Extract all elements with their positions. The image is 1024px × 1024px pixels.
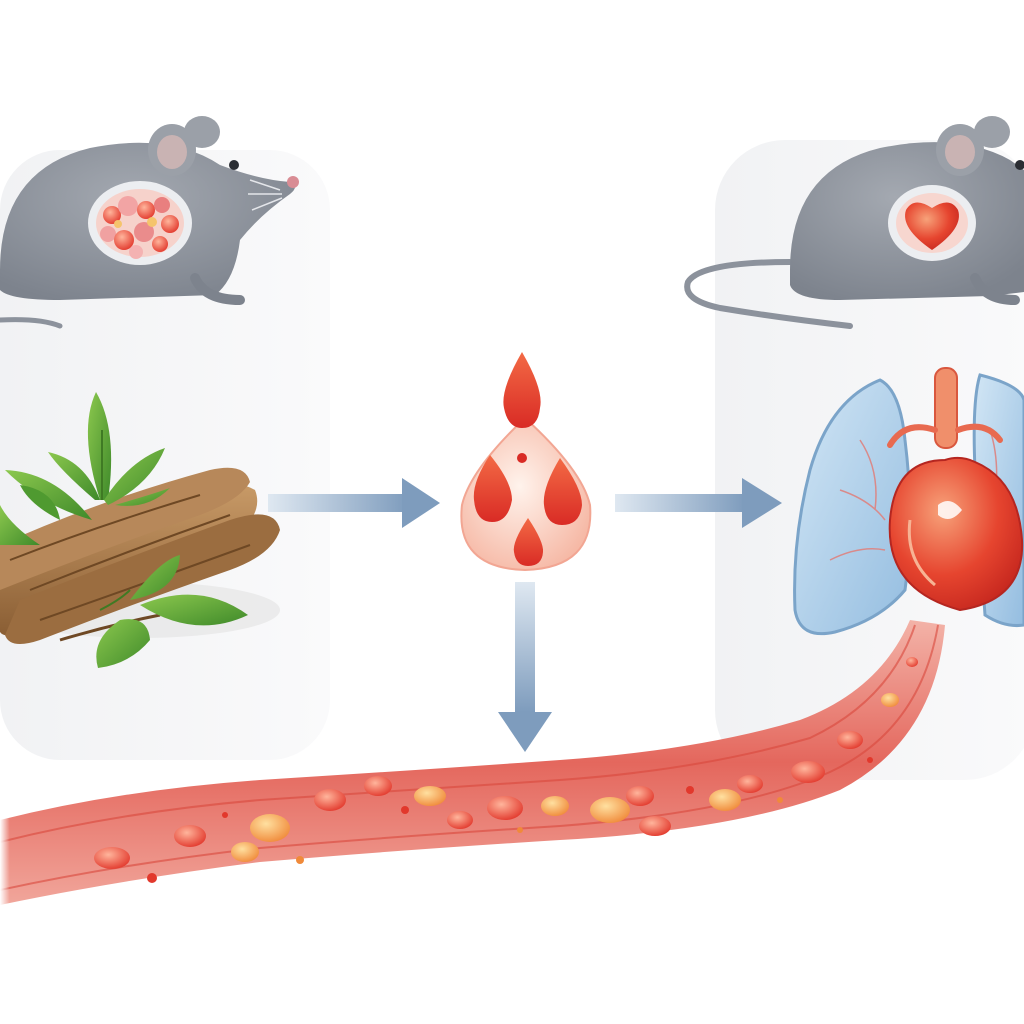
arrow-blood-to-vessel xyxy=(498,582,552,752)
inflamed-lung-cluster xyxy=(100,196,179,259)
blood-cells xyxy=(94,657,918,883)
mouse-with-healthy-heart-icon xyxy=(684,116,1024,329)
heart-and-lungs-icon xyxy=(793,367,1024,636)
arrow-herbal-to-blood xyxy=(268,478,440,528)
healthy-heart-shape xyxy=(905,202,959,250)
blood-vessel-with-cells-icon xyxy=(0,620,945,920)
blood-drops-icon xyxy=(460,352,592,572)
arrow-blood-to-heart xyxy=(615,478,782,528)
herbal-root-with-leaves-icon xyxy=(0,392,280,668)
mouse-with-inflamed-lung-icon xyxy=(0,116,299,329)
